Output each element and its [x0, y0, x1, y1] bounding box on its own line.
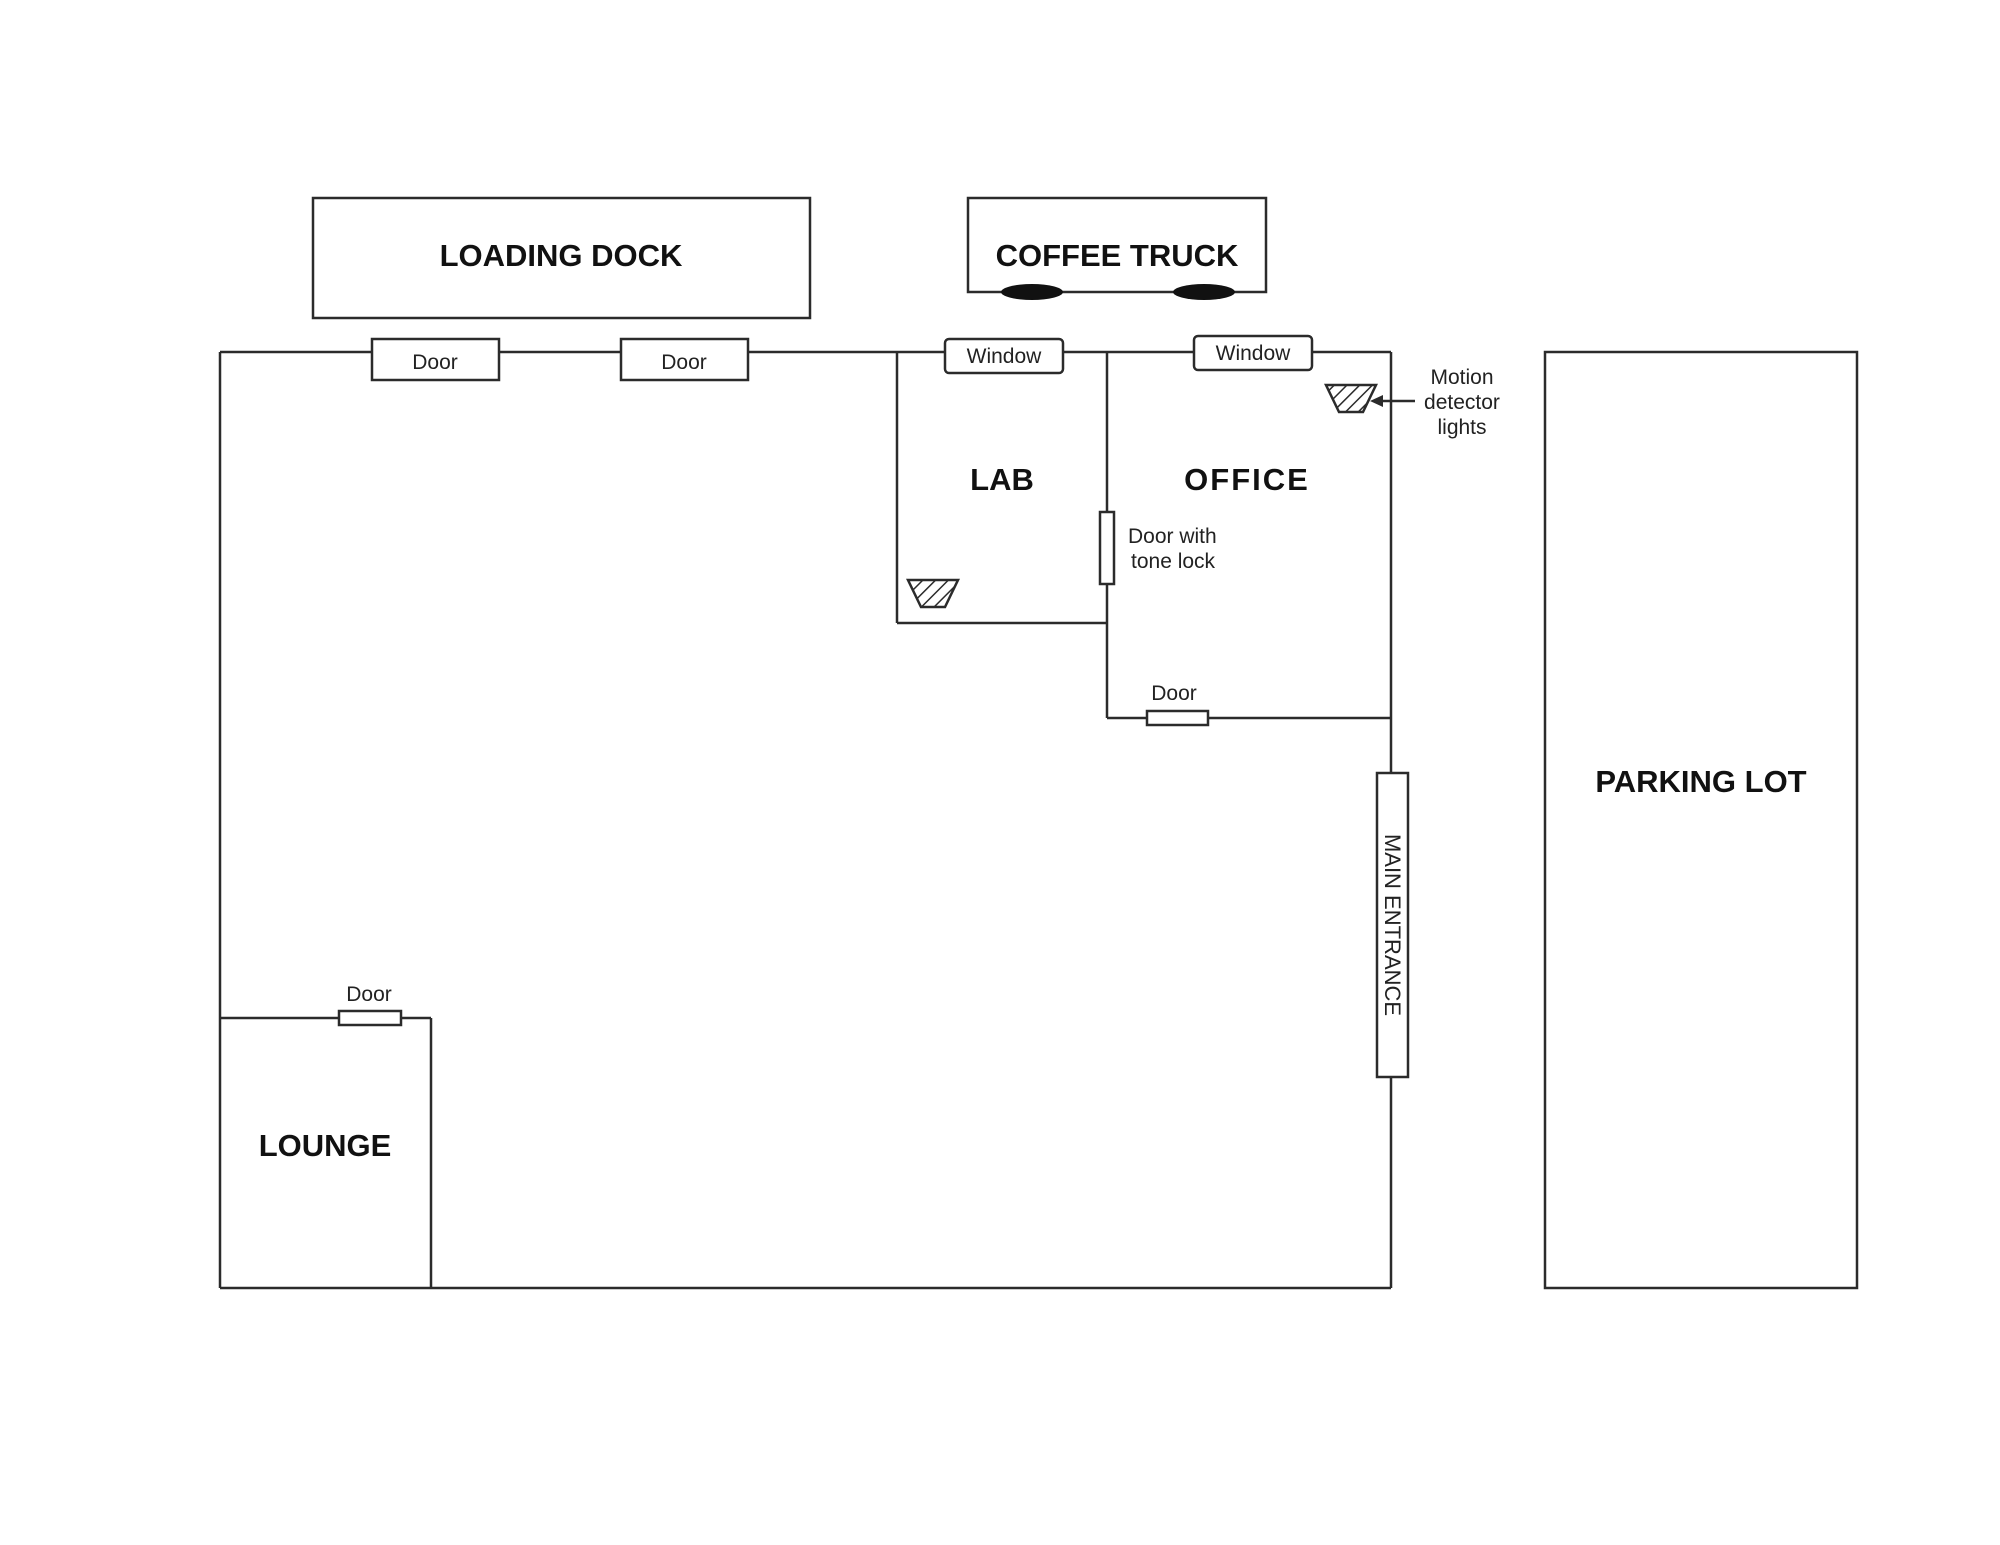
- parking-lot-label: PARKING LOT: [1595, 764, 1806, 799]
- loading-dock-label: LOADING DOCK: [440, 238, 683, 273]
- coffee-truck-label: COFFEE TRUCK: [996, 238, 1239, 273]
- tone-lock-door: Door with tone lock: [1098, 510, 1217, 586]
- loading-door-right: Door: [619, 337, 750, 382]
- tone-lock-label-line1: Door with: [1128, 525, 1217, 548]
- truck-wheel-right: [1173, 284, 1235, 300]
- arrow-head-icon: [1370, 395, 1383, 407]
- window-label: Window: [1216, 342, 1292, 365]
- lab-room: LAB: [895, 352, 1109, 718]
- loading-dock: LOADING DOCK: [311, 196, 812, 320]
- motion-label-line3: lights: [1437, 416, 1486, 439]
- office-label: OFFICE: [1184, 462, 1310, 497]
- tone-lock-label-line2: tone lock: [1131, 550, 1216, 573]
- main-entrance-label: MAIN ENTRANCE: [1380, 834, 1405, 1016]
- loading-door-left: Door: [370, 337, 501, 382]
- lab-label: LAB: [970, 462, 1034, 497]
- office-room: OFFICE: [1107, 383, 1391, 720]
- coffee-truck: COFFEE TRUCK: [966, 196, 1268, 300]
- door-label: Door: [346, 983, 392, 1006]
- lounge-room: LOUNGE: [220, 1016, 433, 1288]
- window-label: Window: [967, 345, 1043, 368]
- lounge-label: LOUNGE: [259, 1128, 392, 1163]
- motion-detector-annotation: Motion detector lights: [1370, 366, 1500, 439]
- office-window: Window: [1192, 334, 1314, 372]
- motion-label-line1: Motion: [1430, 366, 1493, 389]
- truck-wheel-left: [1001, 284, 1063, 300]
- parking-lot: PARKING LOT: [1543, 350, 1859, 1290]
- main-entrance: MAIN ENTRANCE: [1375, 771, 1410, 1079]
- motion-label-line2: detector: [1424, 391, 1500, 414]
- door-label: Door: [412, 351, 458, 374]
- door-label: Door: [661, 351, 707, 374]
- lounge-door: Door: [337, 983, 403, 1027]
- motion-detector-icon: [906, 578, 960, 609]
- motion-detector-icon: [1324, 383, 1378, 414]
- door-label: Door: [1151, 682, 1197, 705]
- lab-window: Window: [943, 337, 1065, 375]
- office-door: Door: [1145, 682, 1210, 727]
